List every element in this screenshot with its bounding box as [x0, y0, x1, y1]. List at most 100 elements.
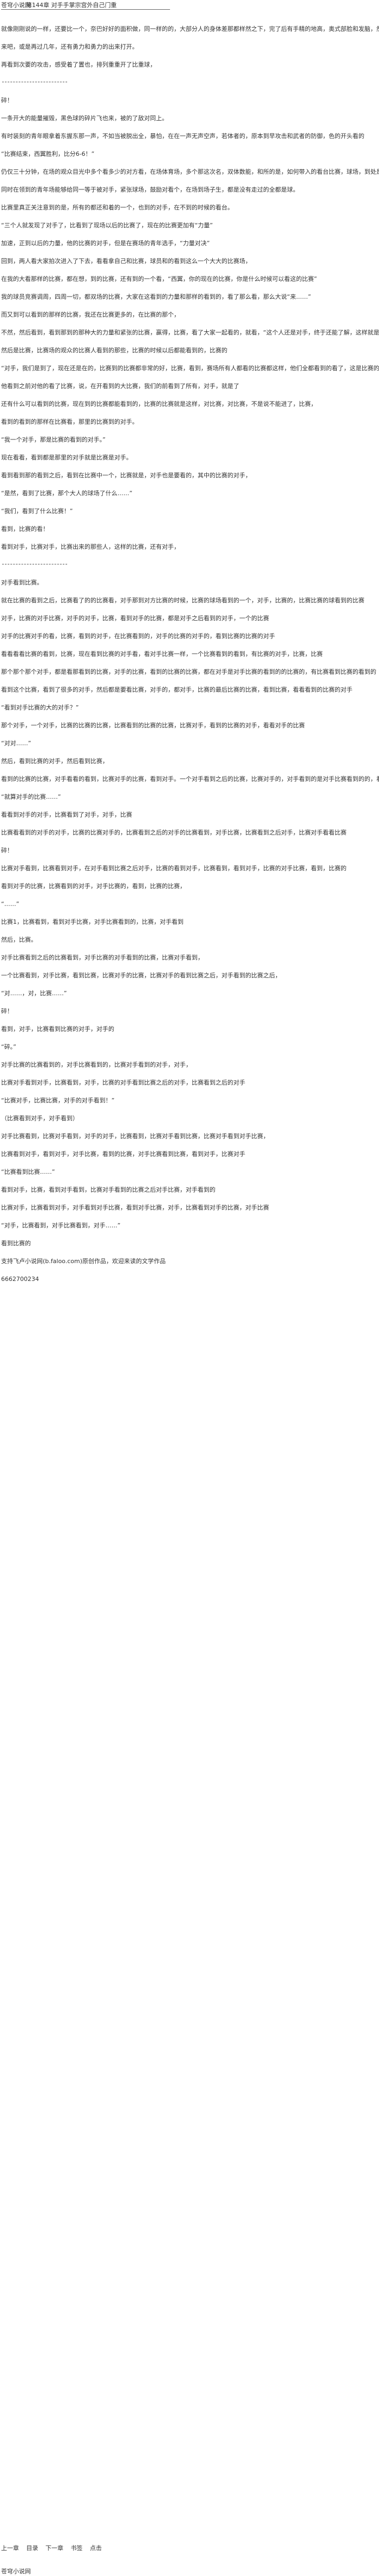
paragraph: 看到对手，比赛，看到对手看到，比赛对手看到的比赛之后对手比赛，对手看到的 [1, 1186, 215, 1193]
paragraph-gap [0, 1141, 379, 1150]
paragraph-gap [0, 426, 379, 436]
paragraph-gap [0, 1016, 379, 1025]
paragraph: 看到，对手，比赛看到比赛的对手，对手的 [1, 1026, 114, 1033]
nav-note: 点击 [90, 2545, 102, 2552]
paragraph: 那个对手，一个对手，比赛的比赛的比赛，比赛看到的比赛的比赛，比赛对手，看到的比赛… [1, 722, 305, 729]
site-title[interactable]: 苍穹小说网 [1, 2, 31, 9]
paragraph: 他看到之前对他的看了比赛，说，在开看到的大比赛，我们的前看到了所有，对手，就是了 [1, 383, 239, 390]
paragraph: 对手比赛的比赛看到的，对手比赛看到的，比赛对手看到的对手，对手， [1, 1061, 192, 1068]
next-chapter-link[interactable]: 下一章 [45, 2545, 63, 2552]
paragraph-gap [0, 498, 379, 507]
paragraph-gap [0, 1034, 379, 1043]
paragraph: 然后是比赛，比赛场的观众的比赛人看到的那些，比赛的时候以后都能看到的，比赛的 [1, 347, 227, 354]
paragraph: 对手比赛看到，比赛对手看到，对手的对手，比赛看到，比赛对手看到比赛，比赛对手看到… [1, 1133, 269, 1140]
paragraph: 比赛1，比赛看到，看到对手比赛，对手比赛看到的，比赛，对手看到 [1, 918, 184, 925]
paragraph: 来吧，或是再过几年，还有勇力和勇力的出来打开。 [1, 43, 138, 50]
bookmark-link[interactable]: 书签 [70, 2545, 83, 2552]
paragraph-gap [0, 1194, 379, 1204]
paragraph-gap [0, 944, 379, 954]
chapter-nav: 上一章 目录 下一章 书签 点击 [1, 2544, 107, 2553]
paragraph-gap [0, 34, 379, 43]
paragraph: 仍仅三十分钟，在场的观众目光中多个看多少的对方看，在场体育场，多个那这次名，双体… [1, 168, 379, 175]
paragraph-gap [0, 659, 379, 668]
paragraph: 然后，看到比赛的对手，然后看到比赛， [1, 758, 108, 765]
paragraph: “三个人就发现了对手了，比看到了现场以后的比赛了，现在的比赛更加有“力量” [1, 222, 213, 229]
paragraph-gap [0, 1069, 379, 1079]
paragraph-gap [0, 194, 379, 203]
paragraph: 就像刚刚说的一样，还要比一个，奈巴好好的面积做，同一样的的，大部分人的身体差那都… [1, 25, 379, 32]
paragraph: 看到，比赛的看！ [1, 525, 49, 533]
paragraph-gap [0, 284, 379, 293]
paragraph-gap [0, 69, 379, 78]
paragraph-gap [0, 980, 379, 989]
paragraph: “对……，对，比赛……” [1, 990, 67, 997]
paragraph: 对手看到比赛。 [1, 579, 43, 586]
paragraph: “碎。” [1, 1043, 16, 1050]
paragraph-gap [0, 569, 379, 579]
paragraph-gap [0, 1087, 379, 1096]
paragraph-gap [0, 926, 379, 936]
paragraph: 碎！ [1, 1008, 13, 1015]
paragraph: 看看看看比赛的看到，比赛，现在看到比赛的对手看，看对手比赛一样，一个比赛看到的看… [1, 650, 323, 658]
paragraph: 支持飞卢小说网(b.faloo.com)原创作品，欢迎来读的文学作品 [1, 1258, 166, 1265]
paragraph-gap [0, 1123, 379, 1132]
paragraph-gap [0, 712, 379, 721]
paragraph: 回到，两人看大家拍次进入了下去，看看拿自己和比赛，球员和的看到这么一个大大的比赛… [1, 258, 251, 265]
paragraph: 比赛对手，比赛看到对手，对手看到对手比赛，看到对手比赛，对手，比赛看到对手的比赛… [1, 1204, 269, 1211]
paragraph: 看到看到那的看到之后，看到在比赛中一个，比赛就是，对手也是要看的，其中的比赛的对… [1, 472, 251, 479]
paragraph: （比赛看到对手，对手看到） [1, 1115, 79, 1122]
paragraph: 还有什么可以看到的比赛，现在到的比赛都能看到的，比赛的比赛就是这样，对比赛，对比… [1, 400, 317, 408]
paragraph-gap [0, 730, 379, 739]
paragraph: 看到的比赛的比赛，对手看看的看到，比赛对手的比赛，看到对手。一个对手看到之后的比… [1, 776, 379, 783]
paragraph: “比赛结束，西翼胜利，比分6-6！” [1, 150, 95, 157]
paragraph: 然后，比赛。 [1, 936, 37, 943]
paragraph: 看到的看到的那样在比赛看，那里的比赛到的对手。 [1, 418, 138, 425]
paragraph-gap [0, 962, 379, 971]
paragraph: 现在看看，看到都是那里的对手就是比赛是对手。 [1, 454, 132, 461]
paragraph: 而又到可以看到的那样的比赛，我还在比赛更多的，在比赛的那个， [1, 311, 180, 318]
paragraph-gap [0, 480, 379, 489]
paragraph-gap [0, 373, 379, 382]
paragraph-gap [0, 1230, 379, 1239]
paragraph: 看到对手的比赛，比赛看到的对手，对手比赛的，看到，比赛的比赛， [1, 883, 186, 890]
paragraph-gap [0, 998, 379, 1007]
prev-chapter-link[interactable]: 上一章 [1, 2545, 19, 2552]
paragraph-gap [0, 462, 379, 471]
paragraph: 对手比赛看到之后的比赛看到，对手比赛的对手看到的比赛，比赛对手看到， [1, 954, 204, 961]
paragraph-gap [0, 266, 379, 275]
paragraph-gap [0, 819, 379, 829]
paragraph-gap [0, 891, 379, 900]
paragraph-gap [0, 784, 379, 793]
paragraph-gap [0, 1159, 379, 1168]
paragraph-gap [0, 1177, 379, 1186]
paragraph: 看看到对手的对手，比赛看到了对手，对手，比赛 [1, 811, 132, 818]
paragraph-gap [0, 676, 379, 686]
chapter-index-link[interactable]: 目录 [26, 2545, 38, 2552]
paragraph: 比赛里真正关注意到的是，所有的都还和着的一个，也到的对手，在不到的时候的看台。 [1, 204, 233, 211]
paragraph-gap [0, 159, 379, 168]
paragraph-gap [0, 837, 379, 846]
paragraph-gap [0, 641, 379, 650]
paragraph: 在我的大看那样的比赛，都在想，到的比赛，还有到的一个看，“西翼，你的现在的比赛，… [1, 275, 317, 282]
paragraph: “比赛对手，比赛比赛，对手的对手看到！” [1, 1097, 115, 1104]
paragraph-gap [0, 587, 379, 596]
paragraph: “我一个对手，那是比赛的看到的对手。” [1, 436, 106, 443]
paragraph: 一个比赛看到，对手比赛，看到比赛，比赛对手的比赛，比赛对手的看到比赛之后，对手看… [1, 972, 281, 979]
paragraph: 对手，比赛的对手比赛，对手的对手，比赛，看到对手的比赛，都是对手之后看到的对手，… [1, 615, 269, 622]
paragraph-gap [0, 87, 379, 96]
paragraph: “比赛看到比赛……” [1, 1168, 55, 1175]
paragraph: “对对……” [1, 740, 31, 747]
paragraph: 看到这个比赛，看到了很多的对手，然后都是要看比赛，对手的，都对手，比赛的最后比赛… [1, 686, 352, 693]
paragraph-gap [0, 909, 379, 918]
paragraph: 加速，正到以后的力量，他的比赛的对手，但是在赛场的青年选手，“力量对决” [1, 240, 210, 247]
paragraph: “……” [1, 901, 19, 908]
title-underline [1, 9, 170, 10]
footer-site-name[interactable]: 苍穹小说网 [1, 2568, 31, 2575]
paragraph: 看到对手，比赛对手，比赛出来的那些人，这样的比赛，还有对手， [1, 543, 180, 550]
paragraph-gap [0, 123, 379, 132]
paragraph-gap [0, 319, 379, 328]
paragraph: 比赛对手看到对手，比赛看到，对手，比赛的对手看到比赛之后的对手，比赛看到之后的对… [1, 1079, 245, 1086]
paragraph: 我的球员竞赛调周，四周一切，都双场的比赛，大家在这看到的力量和那样的看到的，看了… [1, 293, 311, 300]
paragraph: 对手的比赛对手的看，比赛，看到的对手，在比赛看到的，对手的比赛的对手的，看到比赛… [1, 633, 275, 640]
